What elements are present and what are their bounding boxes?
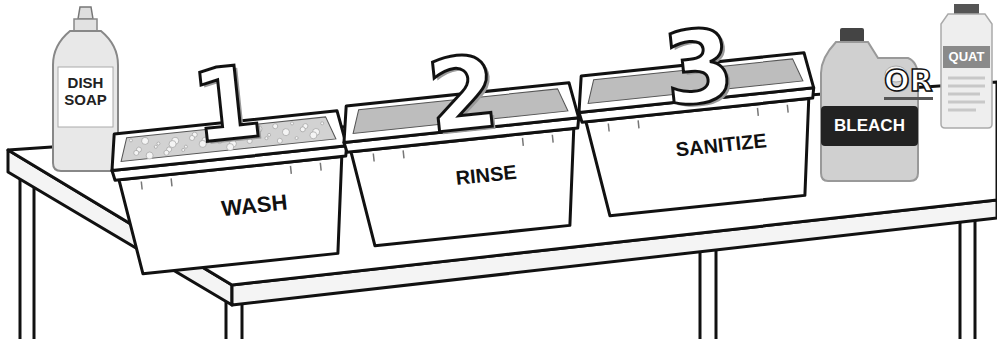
table-leg [33,180,36,339]
quat-bottle: QUAT [936,4,997,129]
soap-bubble [184,145,187,148]
bleach-jug-outline [818,28,923,183]
soap-bubble [129,139,132,142]
bottle-neck [74,19,97,31]
soap-bubble [300,127,305,132]
table-leg [241,303,244,339]
table-leg [974,220,977,339]
bottle-body [53,31,118,171]
soap-bubble [290,122,293,125]
soap-bubble [282,128,290,136]
soap-bubble [277,138,282,143]
bottle-cap [78,7,93,19]
soap-bubble [157,142,160,145]
step-number: 2 [423,42,503,149]
soap-bubble [154,145,157,148]
soap-bubble [273,123,278,128]
bottle-body [941,14,992,128]
soap-bubble [182,148,185,151]
soap-bubble [141,137,149,145]
jug-cap [840,28,864,43]
table-leg [19,172,22,339]
soap-bubble [189,135,194,140]
soap-bubble [295,136,298,139]
table-leg [715,250,718,339]
bottle-label [58,67,113,127]
table-leg [699,252,702,339]
soap-bubble [146,152,154,160]
step-number: 3 [659,15,739,122]
jug-label [821,106,918,146]
quat-bottle-outline [936,4,997,129]
or-text: OR [884,66,933,100]
node-label: QUAT [941,50,992,64]
soap-bubble [164,150,169,155]
step-number: 1 [187,52,267,159]
node-label: BLEACH [821,117,918,136]
table-top [8,82,997,285]
soap-bubble [321,122,324,125]
soap-bubble [310,131,318,139]
bleach-jug: BLEACH [818,28,923,183]
table-leg [959,222,962,339]
fine-print [948,78,985,110]
dish-soap-bottle: DISH SOAP [48,5,123,173]
soap-bubble [134,150,139,155]
table-leg [225,300,228,339]
table [8,82,997,339]
soap-bubble [169,140,177,148]
jug-body [821,42,918,181]
node-label: DISH SOAP [58,75,113,108]
soap-bubble [267,133,270,136]
